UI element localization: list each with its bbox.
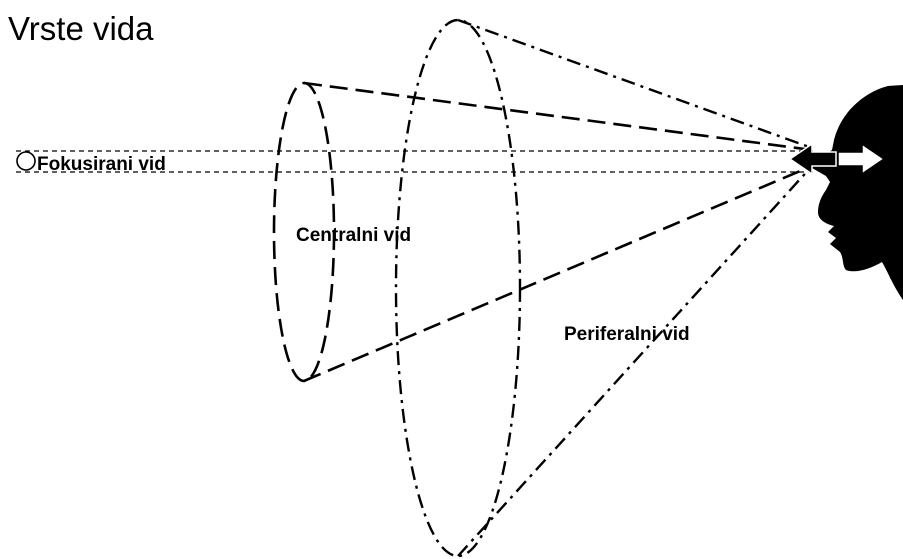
focused-vision-beam <box>16 150 815 173</box>
focused-vision-label: Fokusirani vid <box>37 154 166 175</box>
peripheral-vision-cone <box>394 18 813 558</box>
central-vision-cone <box>272 81 813 383</box>
central-cone-top-edge <box>303 81 813 152</box>
peripheral-cone-ellipse <box>394 18 522 558</box>
circle-icon <box>16 151 36 171</box>
double-arrow-icon <box>788 142 886 176</box>
diagram-title: Vrste vida <box>8 10 154 47</box>
incoming-arrow <box>788 142 837 176</box>
peripheral-vision-label: Periferalni vid <box>564 324 690 345</box>
peripheral-cone-top-edge <box>457 18 813 150</box>
central-cone-bottom-edge <box>303 164 813 383</box>
peripheral-cone-bottom-edge <box>457 165 813 557</box>
head-silhouette-icon <box>812 85 903 300</box>
outgoing-arrow <box>837 142 886 176</box>
central-vision-label: Centralni vid <box>296 225 411 246</box>
